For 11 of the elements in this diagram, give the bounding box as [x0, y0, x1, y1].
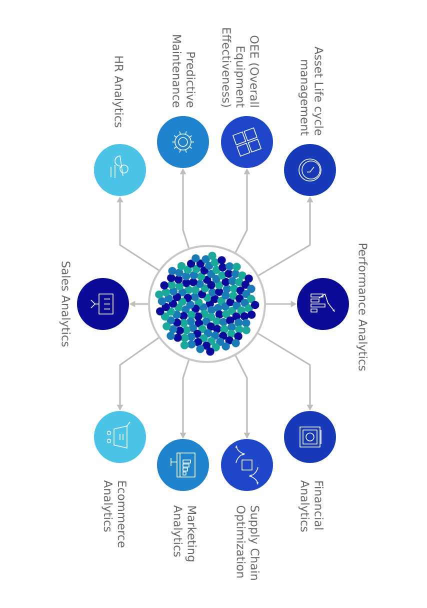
- node-label: OEE (Overall Equipment Effectiveness): [220, 28, 260, 108]
- node-label: Marketing Analytics: [172, 505, 197, 562]
- node-label: Sales Analytics: [59, 262, 71, 347]
- node-label: Performance Analytics: [356, 244, 368, 371]
- node-label: HR Analytics: [112, 56, 124, 128]
- node-label: Predictive Maintenance: [172, 35, 196, 108]
- node-label: Supply Chain Optimization: [234, 506, 260, 580]
- node-label: Asset Life cycle management: [298, 46, 324, 136]
- cluster-circle: [148, 245, 266, 363]
- node-label: Financial Analytics: [298, 480, 324, 532]
- node-label: Ecommerce Analytics: [102, 480, 126, 548]
